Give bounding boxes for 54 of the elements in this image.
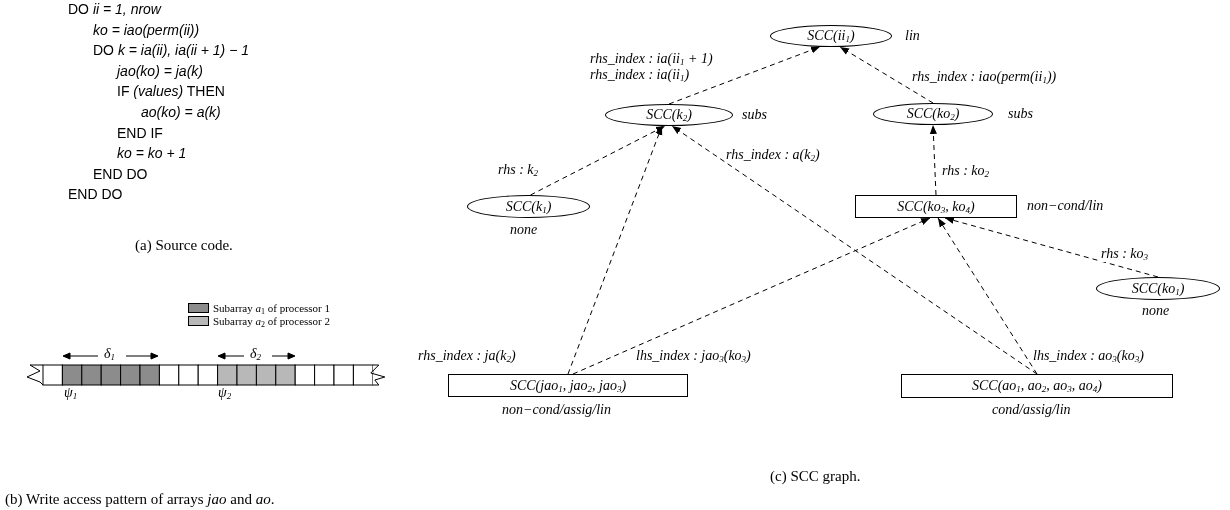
- edge-label: rhs : ko$_{2}$: [941, 163, 991, 179]
- dashed-arrow: [530, 125, 666, 196]
- edge-label: rhs_index : iao(perm(ii$_{1}$)): [911, 69, 1058, 85]
- edge-label: lhs_index : ao$_{3}$(ko$_{3}$): [1032, 348, 1145, 364]
- node-label: SCC(ko$_{1}$): [1131, 281, 1185, 296]
- dashed-arrow: [944, 216, 1159, 278]
- edge-label: rhs_index : ja(k$_{2}$): [417, 348, 517, 364]
- code-line: END DO: [93, 165, 148, 183]
- rectangle-node: [448, 374, 688, 397]
- node-label: SCC(jao$_{1}$, jao$_{2}$, jao$_{3}$): [509, 378, 627, 393]
- caption: (a) Source code.: [135, 236, 233, 254]
- node-annotation: non−cond/assig/lin: [502, 401, 611, 419]
- dashed-arrow: [671, 125, 1038, 375]
- code-line: END DO: [68, 185, 123, 203]
- legend-label: Subarray a$_{1}$ of processor 1: [213, 302, 331, 314]
- node-label: SCC(ao$_{1}$, ao$_{2}$, ao$_{3}$, ao$_{4}$): [972, 379, 1102, 393]
- code-line: jao(ko) = ja(k): [117, 62, 203, 80]
- code-line: ko = ko + 1: [117, 144, 187, 162]
- code-line: DO ii = 1, nrow: [68, 0, 161, 18]
- node-annotation: subs: [1008, 105, 1033, 123]
- array-label: ψ$_{2}$: [218, 385, 232, 401]
- code-line: ao(ko) = a(k): [141, 103, 221, 121]
- edge-label: rhs : k$_{2}$: [497, 162, 540, 178]
- rectangle-node: [855, 195, 1017, 218]
- caption: (c) SCC graph.: [770, 467, 861, 485]
- dashed-arrow: [929, 124, 937, 196]
- node-annotation: none: [510, 221, 538, 239]
- node-annotation: subs: [742, 106, 767, 124]
- node-label: SCC(ii$_{1}$): [807, 29, 855, 43]
- rectangle-node: [901, 374, 1173, 398]
- array-label: ψ$_{1}$: [64, 385, 78, 401]
- legend-label: Subarray a$_{2}$ of processor 2: [213, 315, 331, 327]
- node-label: SCC(ko$_{2}$): [906, 107, 960, 121]
- dashed-arrow: [839, 46, 934, 104]
- code-line: DO k = ia(ii), ia(ii + 1) − 1: [93, 41, 249, 59]
- node-annotation: non−cond/lin: [1027, 197, 1104, 215]
- array-label: δ$_{1}$: [104, 346, 115, 362]
- dashed-arrow: [668, 46, 821, 105]
- edge-label: lhs_index : jao$_{3}$(ko$_{3}$): [635, 348, 752, 364]
- caption: (b) Write access pattern of arrays jao and ao.: [5, 490, 275, 508]
- dashed-arrow: [572, 217, 931, 375]
- dashed-arrow: [937, 217, 1038, 375]
- node-annotation: cond/assig/lin: [992, 401, 1071, 419]
- node-label: SCC(k$_{1}$): [505, 199, 552, 214]
- code-line: ko = iao(perm(ii)): [93, 21, 200, 39]
- code-line: IF (values) THEN: [117, 82, 225, 100]
- node-annotation: none: [1142, 302, 1170, 320]
- node-label: SCC(k$_{2}$): [646, 108, 692, 122]
- edge-label: rhs_index : a(k$_{2}$): [725, 147, 821, 163]
- node-annotation: lin: [905, 27, 920, 45]
- array-label: δ$_{2}$: [250, 346, 261, 362]
- edge-label: rhs : ko$_{3}$: [1100, 246, 1150, 262]
- code-line: END IF: [117, 124, 163, 142]
- node-label: SCC(ko$_{3}$, ko$_{4}$): [897, 199, 975, 214]
